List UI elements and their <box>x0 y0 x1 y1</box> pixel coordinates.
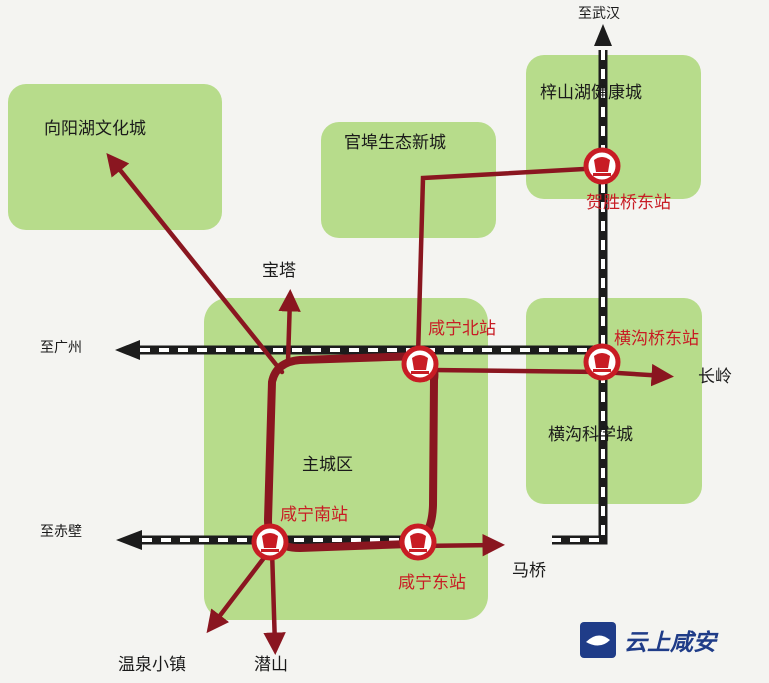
destination-label-changling: 长岭 <box>698 367 732 387</box>
direction-label-guangzhou: 至广州 <box>40 340 82 356</box>
destination-label-baota: 宝塔 <box>262 261 296 281</box>
station-xianning-south[interactable] <box>251 523 289 561</box>
logo-text: 云上咸安 <box>624 629 719 656</box>
zone-label-guanbu: 官埠生态新城 <box>344 133 446 153</box>
zone-label-xiangyanghu: 向阳湖文化城 <box>44 119 146 139</box>
station-henggou-bridge[interactable] <box>583 343 621 381</box>
station-label-xianning-north: 咸宁北站 <box>428 319 496 339</box>
route-to-xiangyanghu <box>106 152 285 375</box>
station-hesheng[interactable] <box>583 147 621 185</box>
station-xianning-east[interactable] <box>399 523 437 561</box>
direction-label-wuhan: 至武汉 <box>578 6 620 22</box>
route-to-wenquan <box>206 547 273 634</box>
destination-label-maqiao: 马桥 <box>512 561 546 581</box>
zone-label-zishanhu: 梓山湖健康城 <box>540 83 642 103</box>
route-north-connector <box>415 165 605 359</box>
station-xianning-north[interactable] <box>401 345 439 383</box>
zone-xiangyanghu <box>8 84 222 230</box>
route-to-baota <box>278 289 301 365</box>
zone-guanbu <box>321 122 496 238</box>
railway-guangzhou-line <box>115 340 603 360</box>
arrow-left-icon <box>115 340 140 360</box>
arrow-up-icon <box>594 24 612 46</box>
direction-label-chibi: 至赤壁 <box>40 524 82 540</box>
station-label-xianning-south: 咸宁南站 <box>280 505 348 525</box>
station-label-xianning-east: 咸宁东站 <box>398 573 466 593</box>
arrow-left-icon <box>116 530 142 550</box>
railway-wuhan-line <box>552 24 612 545</box>
zone-zishanhu <box>526 55 701 199</box>
route-to-qianshan <box>263 547 286 655</box>
zone-label-henggou: 横沟科学城 <box>548 425 633 445</box>
station-label-hesheng: 贺胜桥东站 <box>586 193 671 213</box>
xianan-logo: 云上咸安 <box>580 622 719 658</box>
station-label-henggou-bridge: 横沟桥东站 <box>614 329 699 349</box>
zone-label-main: 主城区 <box>302 455 353 475</box>
destination-label-qianshan: 潜山 <box>254 655 288 675</box>
destination-label-wenquan: 温泉小镇 <box>118 655 186 675</box>
